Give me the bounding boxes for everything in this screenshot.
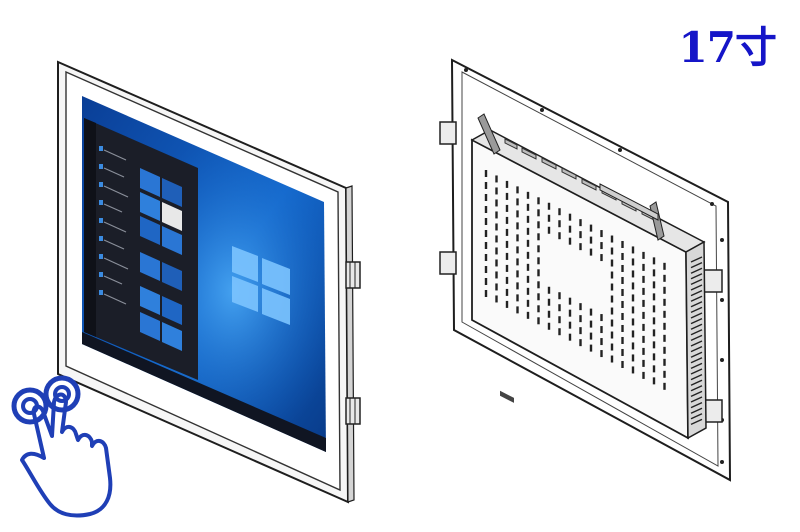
back-monitor [439, 58, 732, 482]
start-menu-tiles [140, 168, 182, 351]
side-vent-slot [690, 261, 703, 269]
front-bracket-bottom [345, 397, 361, 425]
front-monitor [57, 60, 361, 504]
side-vent-slot [690, 340, 703, 347]
side-vent-slot [690, 334, 703, 342]
front-screen [82, 96, 326, 452]
side-vent-slot [690, 401, 703, 409]
pc-enclosure [470, 113, 707, 440]
side-vent-slot [690, 418, 703, 426]
front-bracket-top [345, 261, 361, 289]
side-vent-slot [690, 345, 703, 353]
start-menu-app-list [103, 149, 129, 305]
two-finger-touch-icon [11, 375, 113, 518]
side-vent-slot [690, 284, 703, 291]
side-vent-slot [690, 362, 703, 370]
side-vent-slot [690, 267, 703, 274]
windows-logo-icon [232, 246, 290, 325]
side-vent-slot [690, 256, 703, 263]
side-vent-slot [690, 379, 703, 386]
side-vent-slot [690, 289, 703, 297]
side-vent-slot [690, 323, 703, 330]
side-vent-slot [690, 390, 703, 398]
side-vent-slot [690, 385, 703, 392]
side-vent-slot [690, 278, 703, 286]
side-vent-slot [690, 357, 703, 364]
side-vent-slot [690, 368, 703, 375]
side-vent-slot [690, 301, 703, 308]
side-vent-slot [690, 295, 703, 302]
side-vent-slot [690, 306, 703, 314]
ventilation-slots [484, 170, 703, 426]
side-vent-slot [690, 273, 703, 280]
side-vent-slot [690, 413, 703, 420]
side-vent-slot [690, 317, 703, 325]
size-label: 17寸 [678, 23, 777, 72]
side-vent-slot [690, 312, 703, 319]
taskbar [82, 332, 326, 452]
side-vent-slot [690, 373, 703, 381]
side-vent-slot [690, 329, 703, 336]
side-vent-slot [690, 407, 703, 414]
side-vent-slot [690, 396, 703, 403]
side-vent-slot [690, 351, 703, 358]
antenna-left [477, 113, 501, 155]
